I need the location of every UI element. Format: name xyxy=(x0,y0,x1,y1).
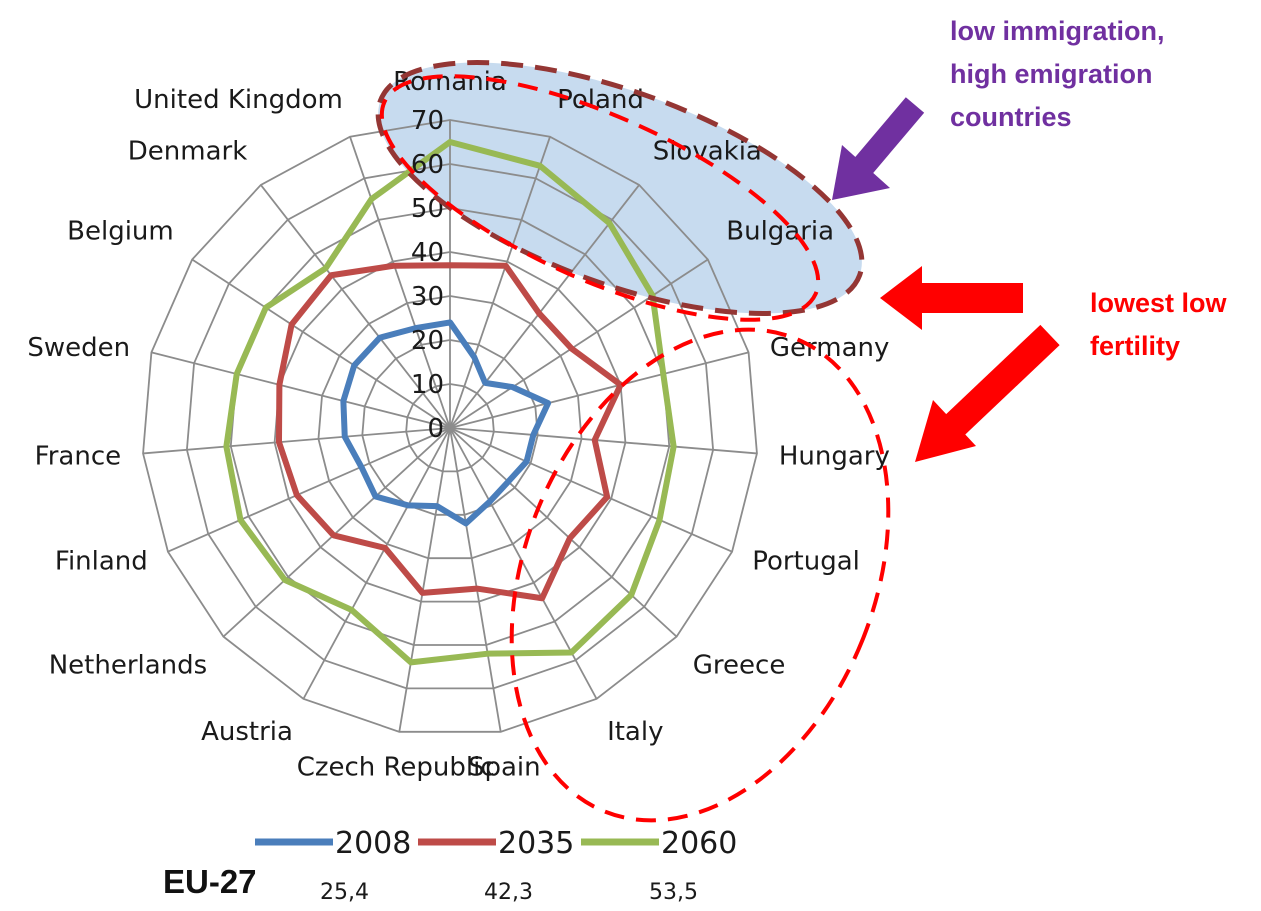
radar-axes xyxy=(142,120,758,732)
spoke-spain xyxy=(449,427,502,732)
spoke-austria xyxy=(302,427,451,700)
spoke-netherlands xyxy=(222,427,451,638)
spoke-portugal xyxy=(449,427,733,553)
category-label-austria: Austria xyxy=(201,717,293,747)
eu27-value-2008: 25,4 xyxy=(320,880,369,905)
red-arrow-diagonal xyxy=(915,324,1060,462)
grid-ring-60 xyxy=(185,163,715,690)
legend-item-2008: 2008 xyxy=(255,826,411,861)
series-2060 xyxy=(223,139,677,666)
category-label-belgium: Belgium xyxy=(67,217,174,247)
category-label-finland: Finland xyxy=(55,547,148,577)
tick-label-40: 40 xyxy=(411,238,444,268)
fertility-dashed-outline xyxy=(509,327,891,823)
category-label-netherlands: Netherlands xyxy=(49,651,208,681)
spoke-poland xyxy=(449,136,551,429)
fertility-annotation-line-1: lowest low xyxy=(1090,288,1228,318)
spoke-bulgaria xyxy=(449,258,709,429)
category-label-poland: Poland xyxy=(557,85,644,115)
emigration-annotation-line-1: low immigration, xyxy=(950,16,1165,46)
grid-ring-40 xyxy=(273,251,627,603)
legend: 2008 2035 2060 xyxy=(255,826,737,861)
emigration-red-dashed-outline xyxy=(379,74,821,322)
grid-ring-10 xyxy=(405,383,495,473)
category-label-sweden: Sweden xyxy=(27,333,130,363)
category-label-france: France xyxy=(35,441,121,471)
emigration-highlight-group xyxy=(378,62,862,314)
category-label-portugal: Portugal xyxy=(752,547,860,577)
grid-ring-70 xyxy=(142,119,758,733)
fertility-annotation: lowest low fertility xyxy=(1090,288,1234,361)
tick-label-60: 60 xyxy=(411,150,444,180)
spoke-greece xyxy=(449,427,678,638)
tick-label-20: 20 xyxy=(411,326,444,356)
category-label-spain: Spain xyxy=(468,752,541,782)
category-label-hungary: Hungary xyxy=(779,441,890,471)
legend-item-2035: 2035 xyxy=(418,826,574,861)
eu27-value-2060: 53,5 xyxy=(649,880,698,905)
emigration-highlight-ellipse xyxy=(378,62,862,314)
spoke-finland xyxy=(167,427,451,553)
category-label-united-kingdom: United Kingdom xyxy=(134,85,343,115)
spoke-united-kingdom xyxy=(349,136,451,429)
spoke-czech-republic xyxy=(398,427,451,732)
purple-arrow xyxy=(832,97,925,200)
tick-label-10: 10 xyxy=(411,370,444,400)
tick-label-30: 30 xyxy=(411,282,444,312)
spoke-sweden xyxy=(151,351,451,429)
fertility-annotation-line-2: fertility xyxy=(1090,331,1180,361)
tick-label-0: 0 xyxy=(427,414,444,444)
radar-series xyxy=(223,139,677,666)
emigration-annotation-line-3: countries xyxy=(950,102,1072,132)
radar-grid xyxy=(142,119,758,733)
emigration-annotation: low immigration, high emigration countri… xyxy=(950,16,1172,132)
spoke-denmark xyxy=(260,184,451,429)
category-label-greece: Greece xyxy=(693,651,786,681)
grid-ring-30 xyxy=(317,295,583,560)
tick-label-70: 70 xyxy=(411,106,444,136)
spoke-germany xyxy=(449,351,749,429)
spoke-belgium xyxy=(191,258,451,429)
red-arrow-left xyxy=(880,266,1023,330)
category-label-bulgaria: Bulgaria xyxy=(726,217,834,247)
category-label-italy: Italy xyxy=(607,717,663,747)
emigration-annotation-line-2: high emigration xyxy=(950,59,1153,89)
category-label-denmark: Denmark xyxy=(128,137,248,167)
series-2035 xyxy=(275,262,624,602)
legend-label-2008: 2008 xyxy=(335,826,411,861)
legend-label-2035: 2035 xyxy=(498,826,574,861)
legend-item-2060: 2060 xyxy=(581,826,737,861)
emigration-dashed-outline xyxy=(375,60,865,316)
legend-label-2060: 2060 xyxy=(661,826,737,861)
spoke-france xyxy=(142,427,451,455)
spoke-hungary xyxy=(449,427,758,455)
series-2008 xyxy=(340,319,552,527)
category-label-czech-republic: Czech Republic xyxy=(297,752,495,782)
eu27-label: EU-27 xyxy=(163,863,257,900)
eu27-value-2035: 42,3 xyxy=(484,880,533,905)
